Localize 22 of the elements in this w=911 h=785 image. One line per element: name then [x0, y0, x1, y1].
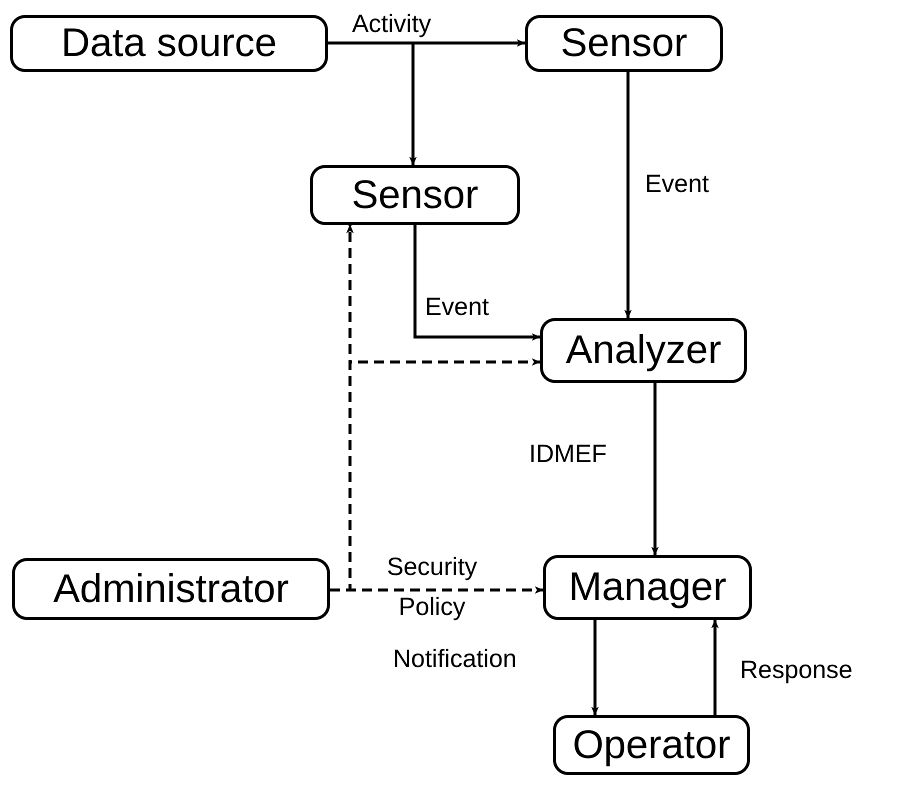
- node-label: Operator: [572, 722, 730, 768]
- arrow: [711, 619, 719, 715]
- process-box: [540, 318, 747, 383]
- process-box: [553, 715, 750, 775]
- arrow: [591, 620, 599, 716]
- process-box: [525, 15, 723, 72]
- arrow: [414, 225, 541, 341]
- process-box: [12, 558, 330, 620]
- node-label: Sensor: [352, 172, 478, 218]
- node-label: Analyzer: [566, 328, 722, 373]
- arrow: [330, 358, 541, 592]
- arrow: [328, 42, 417, 166]
- node-label: Sensor: [560, 21, 688, 66]
- node-label: Manager: [568, 565, 726, 610]
- process-box: [310, 165, 520, 225]
- arrow: [624, 72, 632, 319]
- arrow: [651, 383, 659, 556]
- node-label: Administrator: [53, 566, 289, 612]
- edge-label: Security Policy: [386, 552, 478, 623]
- node-label: Data source: [61, 21, 277, 66]
- process-box: [10, 15, 328, 72]
- process-box: [543, 555, 752, 620]
